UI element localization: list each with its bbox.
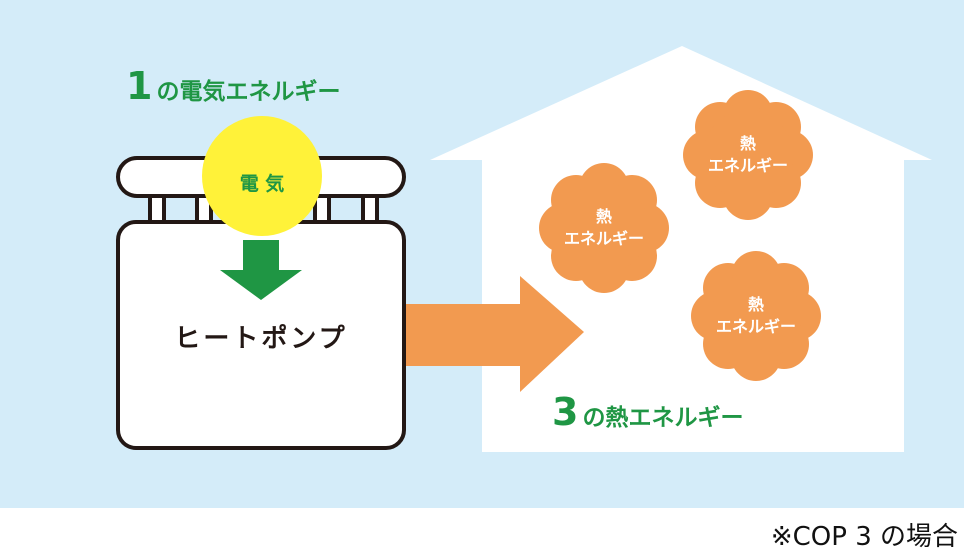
input-energy-number: 1 (126, 64, 152, 108)
heat-output-arrow (404, 276, 584, 392)
heat-bubble-3-line2: エネルギー (716, 317, 796, 336)
heat-bubble-2-line2: エネルギー (564, 229, 644, 248)
output-energy-number: 3 (552, 390, 578, 434)
cop-footnote: ※COP 3 の場合 (770, 522, 958, 552)
heat-bubble-3: 熱 エネルギー (691, 251, 821, 381)
heat-bubble-2-line1: 熱 (596, 207, 612, 226)
electricity-label: 電 気 (240, 172, 285, 195)
heat-bubble-1-line1: 熱 (740, 134, 756, 153)
heat-bubble-1-line2: エネルギー (708, 156, 788, 175)
input-energy-text: の電気エネルギー (156, 78, 340, 105)
heat-pump-label: ヒートポンプ (174, 323, 347, 354)
heat-bubble-1: 熱 エネルギー (683, 90, 813, 220)
electricity-down-arrow (220, 240, 302, 300)
output-energy-text: の熱エネルギー (582, 405, 743, 431)
heat-bubble-2: 熱 エネルギー (539, 163, 669, 293)
electricity-circle (202, 116, 322, 236)
heat-bubble-3-line1: 熱 (748, 295, 764, 314)
